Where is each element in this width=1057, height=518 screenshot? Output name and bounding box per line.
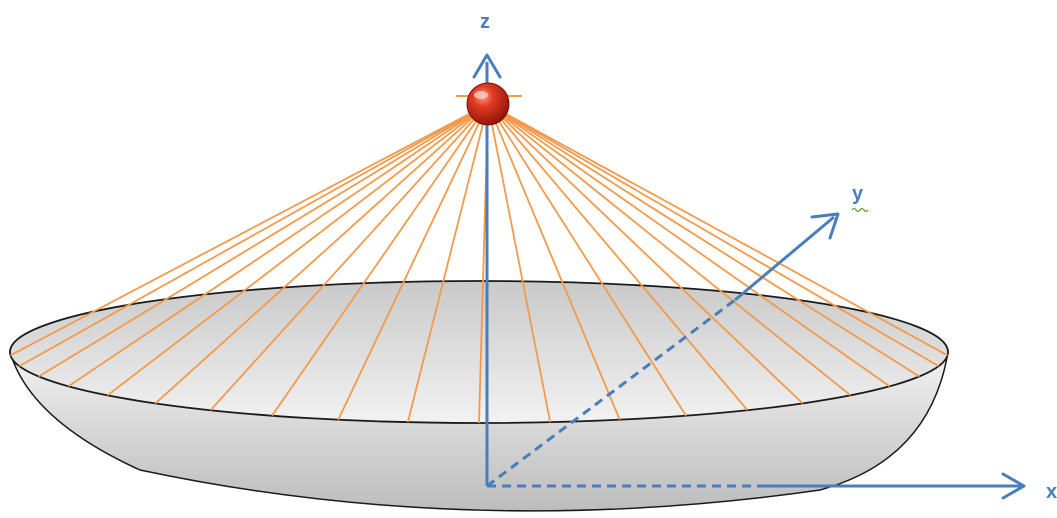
- source-highlight: [474, 91, 488, 99]
- x-axis-label: x: [1046, 481, 1057, 503]
- ray-line: [487, 103, 891, 388]
- ray-line: [271, 103, 489, 417]
- ray-line: [67, 103, 489, 388]
- y-axis-dashed: [486, 298, 736, 488]
- ray-line: [209, 103, 489, 411]
- ray-line: [487, 103, 621, 421]
- y-label-squiggle: [851, 207, 869, 213]
- ray-line: [154, 103, 489, 405]
- ray-line: [106, 103, 489, 397]
- y-axis-arrowhead: [810, 212, 840, 240]
- ray-line: [487, 103, 749, 411]
- ray-line: [487, 103, 852, 397]
- axes-group: [472, 53, 1026, 500]
- ray-line: [10, 103, 489, 357]
- ray-line: [406, 103, 489, 423]
- ray-line: [487, 103, 804, 405]
- z-axis-arrowhead: [472, 53, 502, 79]
- y-axis-solid: [734, 215, 835, 302]
- ray-line: [487, 103, 687, 417]
- ray-line: [487, 103, 552, 423]
- ray-line: [487, 103, 940, 367]
- y-axis-label: y: [852, 183, 864, 205]
- ray-line: [38, 103, 489, 378]
- z-axis-label: z: [480, 11, 490, 33]
- ray-line: [337, 103, 489, 421]
- ray-line: [487, 103, 920, 378]
- rays-group: [10, 103, 948, 424]
- ray-line: [18, 103, 489, 367]
- x-axis-arrowhead: [1001, 472, 1026, 500]
- ray-line: [487, 103, 948, 357]
- source-sphere: [466, 82, 510, 126]
